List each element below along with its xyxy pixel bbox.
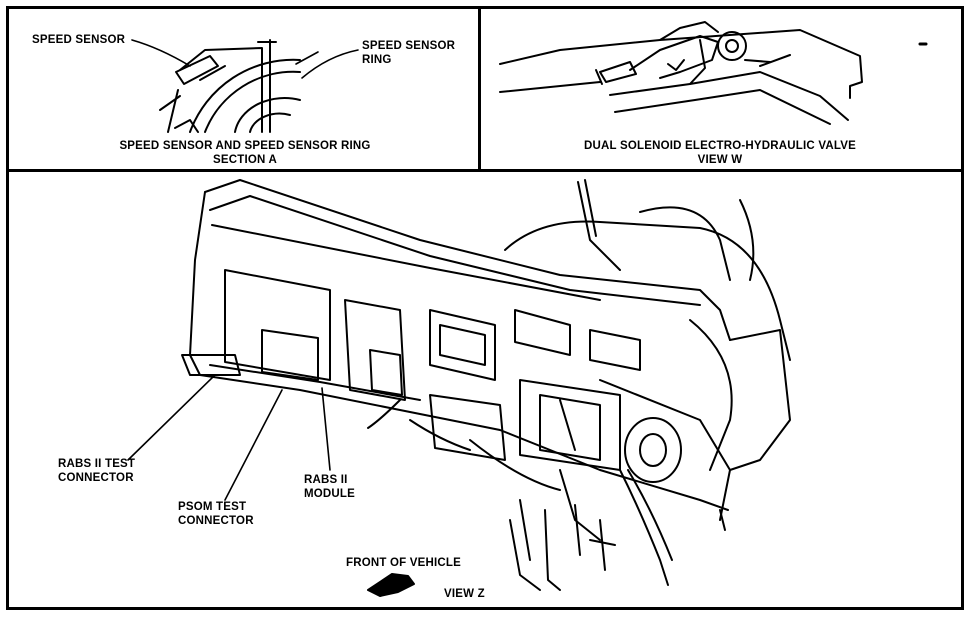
view-z-caption: VIEW Z [444,588,485,600]
rabs-module-line2: MODULE [304,488,356,500]
rabs-module-line1: RABS II [304,474,348,486]
rabs-test-connector-line2: CONNECTOR [58,472,134,484]
speed-sensor-ring-callout-line1: SPEED SENSOR [362,40,456,52]
speed-sensor-ring-drawing [131,39,359,133]
dual-solenoid-valve-drawing [499,21,928,125]
speed-sensor-callout: SPEED SENSOR [32,34,126,46]
rabs-test-connector-line1: RABS II TEST [58,458,136,470]
view-w-caption-line2: VIEW W [697,154,743,166]
psom-test-connector-line1: PSOM TEST [178,501,247,513]
psom-test-connector-line2: CONNECTOR [178,515,254,527]
section-a-caption-line1: SPEED SENSOR AND SPEED SENSOR RING [119,140,371,152]
view-w-caption-line1: DUAL SOLENOID ELECTRO-HYDRAULIC VALVE [584,140,856,152]
speed-sensor-ring-callout-line2: RING [362,54,392,66]
front-arrow-icon [367,573,415,597]
view-z-panel [6,169,964,610]
front-of-vehicle-label: FRONT OF VEHICLE [346,557,462,569]
section-a-caption-line2: SECTION A [213,154,277,166]
instrument-panel-drawing [127,179,791,591]
